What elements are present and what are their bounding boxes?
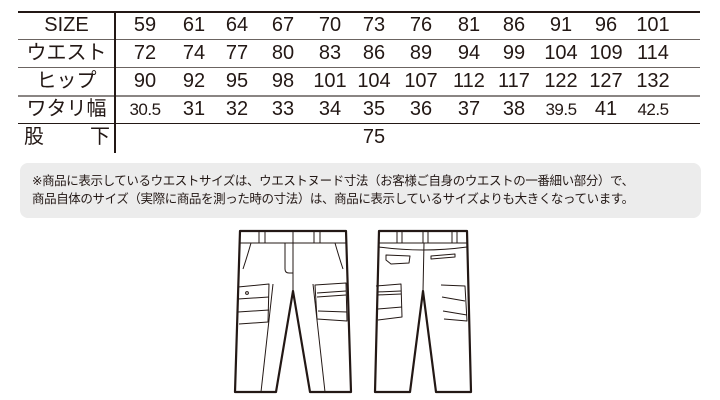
size-cell: 76 xyxy=(409,14,433,36)
table-header-divider xyxy=(114,13,116,153)
thigh-width-header: ワタリ幅 xyxy=(26,98,107,120)
thigh-width-cell: 36 xyxy=(409,98,433,120)
waist-cell: 83 xyxy=(318,42,342,64)
thigh-width-cell: 39.5 xyxy=(545,100,577,119)
thigh-width-cell: 32 xyxy=(225,98,249,120)
thigh-width-cell: 41 xyxy=(594,98,618,120)
hip-cell: 92 xyxy=(182,70,206,92)
size-cell: 81 xyxy=(457,14,481,36)
waist-cell: 94 xyxy=(457,42,481,64)
inseam-header: 股 下 xyxy=(24,126,112,148)
hip-header: ヒップ xyxy=(36,70,97,92)
size-cell: 91 xyxy=(549,14,573,36)
waist-row: ウエスト xyxy=(18,40,340,67)
hip-cell: 127 xyxy=(589,70,623,92)
table-rule xyxy=(18,123,700,124)
hip-cell: 107 xyxy=(404,70,438,92)
hip-cell: 117 xyxy=(498,70,530,92)
note-line-2: 商品自体のサイズ（実際に商品を測った時の寸法）は、商品に表示しているサイズよりも… xyxy=(32,192,634,206)
thigh-width-cell: 38 xyxy=(502,98,526,120)
size-chart-values: 59 61 64 67 70 73 76 81 86 91 96 101 72 74 77 80 83 86 89 9… xyxy=(0,12,720,152)
waist-cell: 89 xyxy=(409,42,433,64)
waist-cell: 104 xyxy=(544,42,578,64)
hip-cell: 98 xyxy=(271,70,295,92)
hip-cell: 104 xyxy=(357,70,391,92)
hip-cell: 112 xyxy=(453,70,485,92)
waist-cell: 72 xyxy=(133,42,157,64)
table-rule xyxy=(18,95,700,97)
thigh-width-cell: 34 xyxy=(318,98,342,120)
waist-cell: 80 xyxy=(271,42,295,64)
note-line-1: ※商品に表示しているウエストサイズは、ウエストヌード寸法（お客様ご自身のウエスト… xyxy=(32,174,634,188)
inseam-row: 股 下 xyxy=(18,124,340,151)
size-cell: 67 xyxy=(271,14,295,36)
size-cell: 64 xyxy=(225,14,249,36)
size-cell: 86 xyxy=(502,14,526,36)
waist-cell: 114 xyxy=(637,42,669,64)
waist-cell: 99 xyxy=(502,42,526,64)
thigh-width-cell: 42.5 xyxy=(637,100,669,119)
table-rule xyxy=(18,39,700,40)
thigh-width-cell: 37 xyxy=(457,98,481,120)
size-cell: 61 xyxy=(182,14,206,36)
size-cell: 70 xyxy=(318,14,342,36)
hip-cell: 122 xyxy=(544,70,578,92)
table-top-rule xyxy=(18,11,700,13)
hip-row: ヒップ xyxy=(18,68,340,95)
thigh-width-cell: 31 xyxy=(182,98,206,120)
hip-cell: 132 xyxy=(636,70,670,92)
pants-front-view-icon xyxy=(233,229,353,394)
size-row: SIZE xyxy=(18,12,340,39)
waist-cell: 109 xyxy=(589,42,623,64)
hip-cell: 101 xyxy=(313,70,347,92)
thigh-width-cell: 35 xyxy=(362,98,386,120)
inseam-value: 75 xyxy=(362,126,386,148)
waist-cell: 86 xyxy=(362,42,386,64)
size-cell: 59 xyxy=(133,14,157,36)
thigh-width-cell: 30.5 xyxy=(129,100,161,119)
size-header: SIZE xyxy=(44,14,89,36)
hip-cell: 95 xyxy=(225,70,249,92)
hip-cell: 90 xyxy=(133,70,157,92)
sizing-note: ※商品に表示しているウエストサイズは、ウエストヌード寸法（お客様ご自身のウエスト… xyxy=(20,163,701,218)
size-cell: 96 xyxy=(594,14,618,36)
thigh-width-cell: 33 xyxy=(271,98,295,120)
pants-back-view-icon xyxy=(373,229,473,394)
size-cell: 73 xyxy=(362,14,386,36)
size-cell: 101 xyxy=(636,14,670,36)
waist-cell: 77 xyxy=(225,42,249,64)
waist-cell: 74 xyxy=(182,42,206,64)
table-rule xyxy=(18,67,700,68)
waist-header: ウエスト xyxy=(26,42,107,64)
thigh-width-row: ワタリ幅 xyxy=(18,96,340,123)
